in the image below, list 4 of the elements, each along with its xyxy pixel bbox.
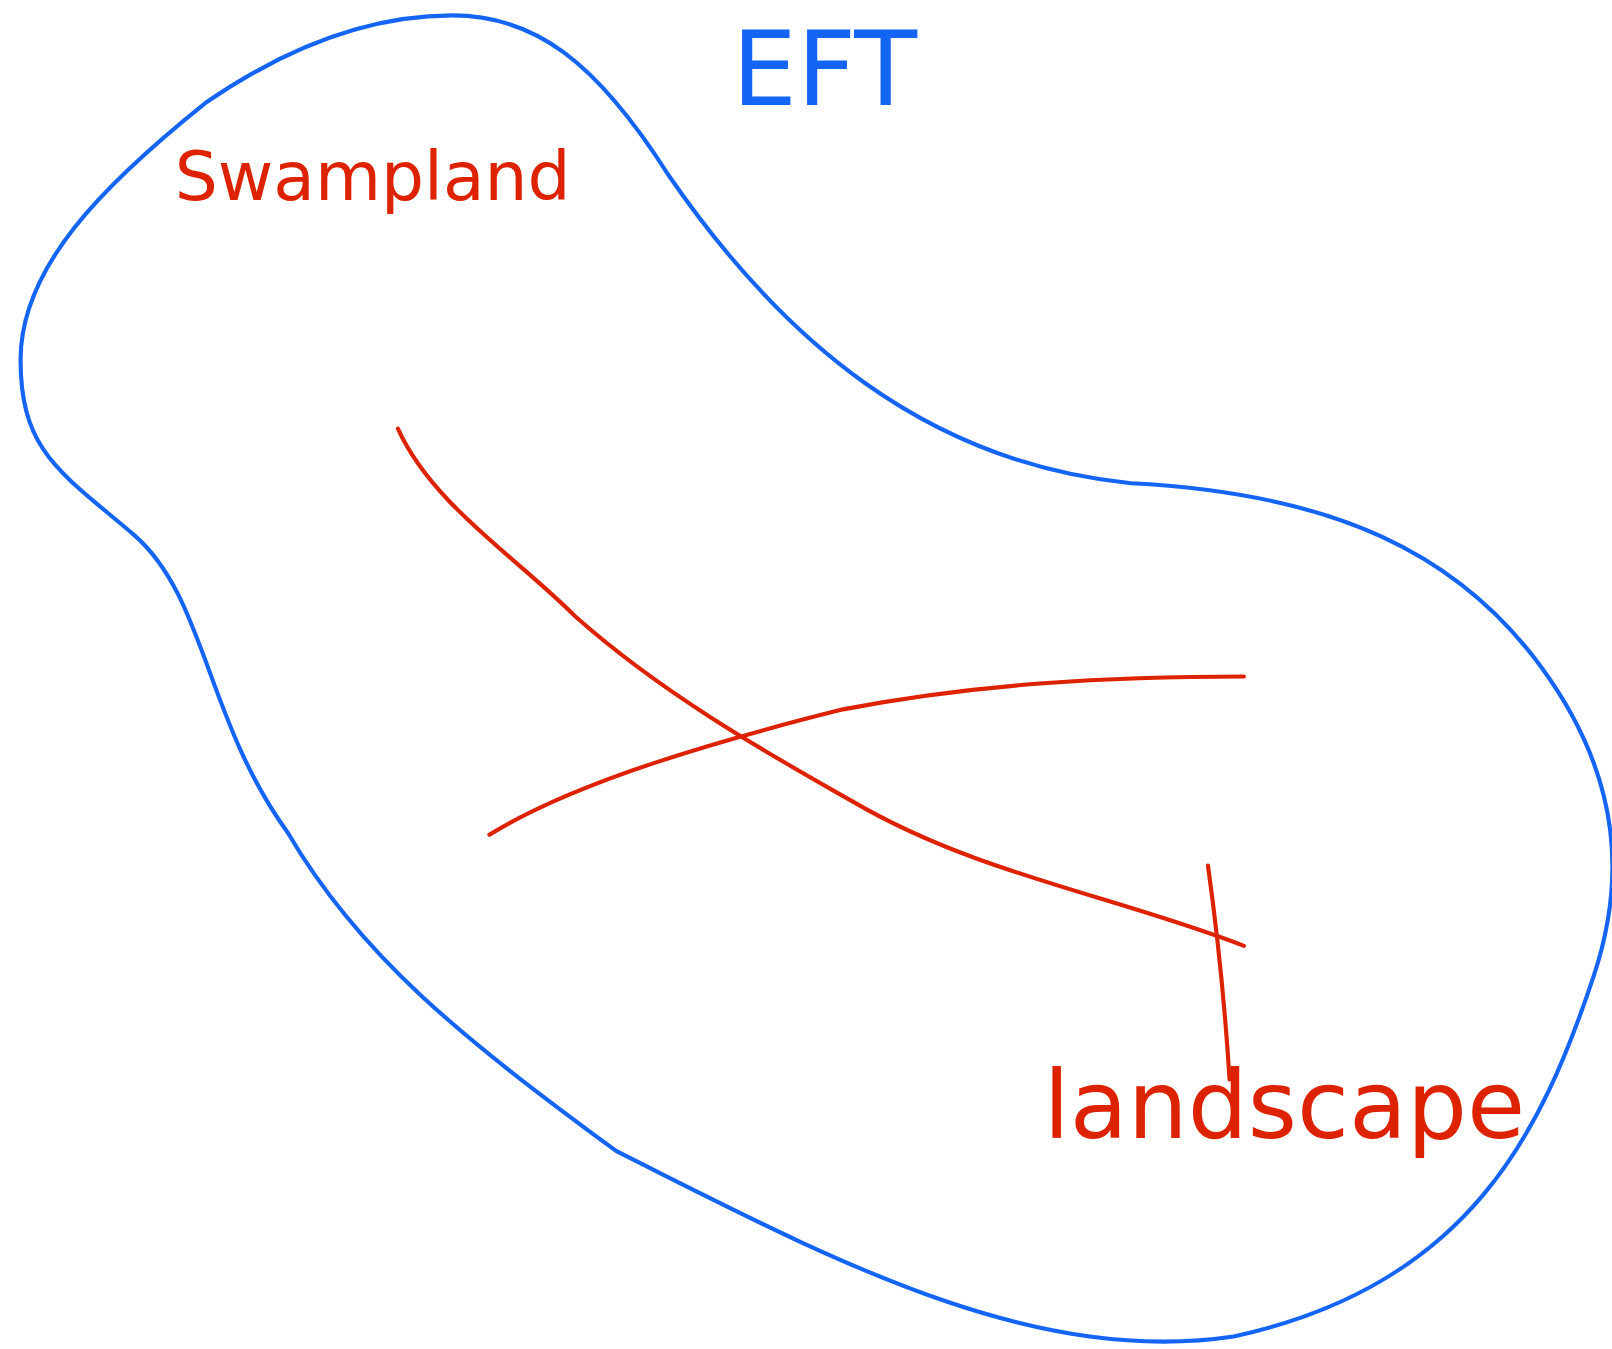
leader-line	[1205, 863, 1232, 1082]
region-title: EFT	[732, 18, 918, 122]
region-label: Swampland	[174, 143, 571, 212]
curve	[395, 426, 1246, 948]
